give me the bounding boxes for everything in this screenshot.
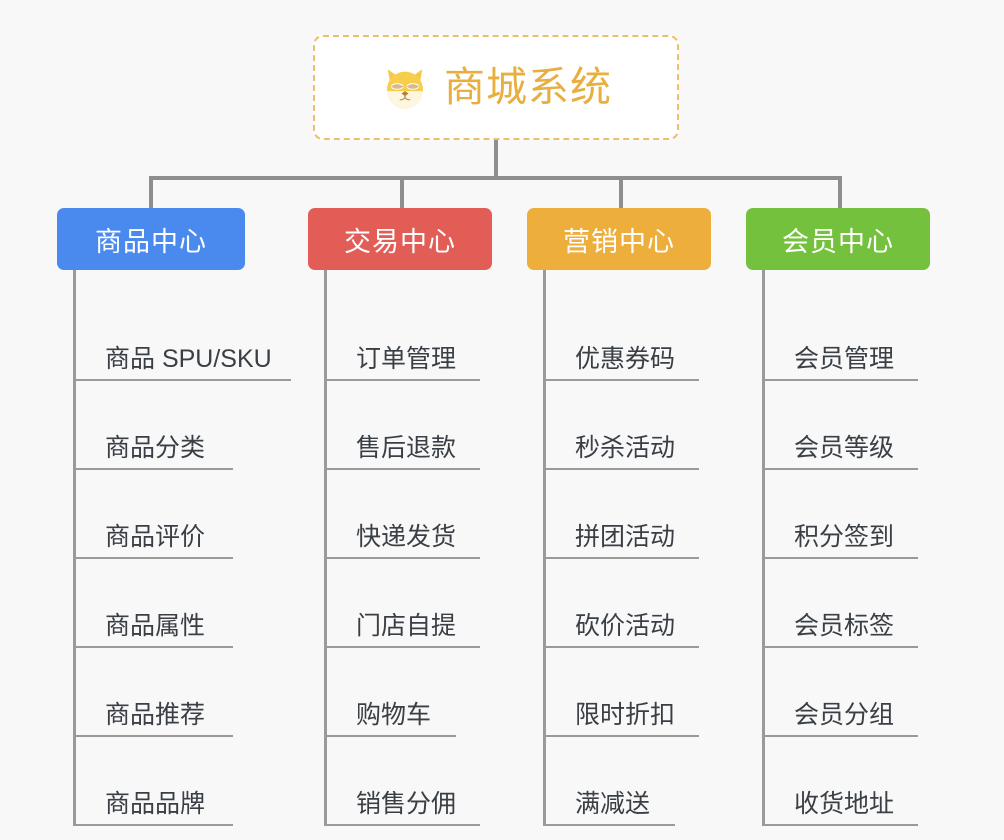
leaf-item[interactable]: 商品品牌 xyxy=(73,737,233,826)
leaf-list-trade: 订单管理 售后退款 快递发货 门店自提 购物车 销售分佣 xyxy=(324,270,523,826)
category-column-trade: 交易中心 订单管理 售后退款 快递发货 门店自提 购物车 销售分佣 xyxy=(308,208,523,826)
connector-drop-3 xyxy=(619,176,623,210)
column-spine xyxy=(73,270,76,826)
leaf-label: 会员标签 xyxy=(794,612,895,641)
category-label: 商品中心 xyxy=(95,226,207,257)
connector-drop-2 xyxy=(400,176,404,210)
leaf-item[interactable]: 商品推荐 xyxy=(73,648,233,737)
leaf-label: 商品推荐 xyxy=(105,701,206,730)
leaf-label: 商品 SPU/SKU xyxy=(105,345,272,374)
leaf-item[interactable]: 会员等级 xyxy=(762,381,918,470)
leaf-label: 销售分佣 xyxy=(356,790,457,819)
column-spine xyxy=(762,270,765,826)
leaf-list-member: 会员管理 会员等级 积分签到 会员标签 会员分组 收货地址 xyxy=(762,270,961,826)
leaf-label: 会员分组 xyxy=(794,701,895,730)
leaf-item[interactable]: 积分签到 xyxy=(762,470,918,559)
column-spine xyxy=(543,270,546,826)
leaf-item[interactable]: 商品评价 xyxy=(73,470,233,559)
category-column-marketing: 营销中心 优惠券码 秒杀活动 拼团活动 砍价活动 限时折扣 满减送 xyxy=(527,208,742,826)
leaf-label: 快递发货 xyxy=(356,523,457,552)
leaf-item[interactable]: 砍价活动 xyxy=(543,559,699,648)
leaf-label: 商品分类 xyxy=(105,434,206,463)
leaf-list-product: 商品 SPU/SKU 商品分类 商品评价 商品属性 商品推荐 商品品牌 xyxy=(73,270,291,826)
connector-root-stem xyxy=(494,140,498,178)
leaf-item[interactable]: 商品 SPU/SKU xyxy=(73,292,291,381)
leaf-item[interactable]: 收货地址 xyxy=(762,737,918,826)
leaf-label: 限时折扣 xyxy=(575,701,676,730)
leaf-label: 砍价活动 xyxy=(575,612,676,641)
leaf-label: 商品评价 xyxy=(105,523,206,552)
category-label: 会员中心 xyxy=(782,226,894,257)
leaf-label: 售后退款 xyxy=(356,434,457,463)
leaf-item[interactable]: 商品属性 xyxy=(73,559,233,648)
leaf-label: 积分签到 xyxy=(794,523,895,552)
leaf-label: 商品品牌 xyxy=(105,790,206,819)
leaf-item[interactable]: 拼团活动 xyxy=(543,470,699,559)
leaf-label: 会员管理 xyxy=(794,345,895,374)
leaf-label: 会员等级 xyxy=(794,434,895,463)
leaf-list-marketing: 优惠券码 秒杀活动 拼团活动 砍价活动 限时折扣 满减送 xyxy=(543,270,742,826)
root-title: 商城系统 xyxy=(444,64,612,110)
category-header-member[interactable]: 会员中心 xyxy=(746,208,930,270)
leaf-item[interactable]: 会员管理 xyxy=(762,292,918,381)
leaf-label: 订单管理 xyxy=(356,345,457,374)
shiba-dog-face-icon xyxy=(387,68,423,109)
leaf-label: 商品属性 xyxy=(105,612,206,641)
root-node-shop-system[interactable]: 商城系统 xyxy=(313,35,679,140)
connector-drop-1 xyxy=(149,176,153,210)
leaf-label: 秒杀活动 xyxy=(575,434,676,463)
category-header-trade[interactable]: 交易中心 xyxy=(308,208,492,270)
leaf-item[interactable]: 优惠券码 xyxy=(543,292,699,381)
leaf-item[interactable]: 商品分类 xyxy=(73,381,233,470)
leaf-item[interactable]: 快递发货 xyxy=(324,470,480,559)
leaf-item[interactable]: 订单管理 xyxy=(324,292,480,381)
leaf-label: 收货地址 xyxy=(794,790,895,819)
category-column-member: 会员中心 会员管理 会员等级 积分签到 会员标签 会员分组 收货地址 xyxy=(746,208,961,826)
leaf-item[interactable]: 秒杀活动 xyxy=(543,381,699,470)
leaf-item[interactable]: 门店自提 xyxy=(324,559,480,648)
leaf-label: 满减送 xyxy=(575,790,651,819)
category-header-product[interactable]: 商品中心 xyxy=(57,208,245,270)
connector-drop-4 xyxy=(838,176,842,210)
leaf-item[interactable]: 购物车 xyxy=(324,648,456,737)
category-label: 交易中心 xyxy=(344,226,456,257)
category-header-marketing[interactable]: 营销中心 xyxy=(527,208,711,270)
category-column-product: 商品中心 商品 SPU/SKU 商品分类 商品评价 商品属性 商品推荐 商品品牌 xyxy=(57,208,291,826)
leaf-item[interactable]: 会员分组 xyxy=(762,648,918,737)
leaf-item[interactable]: 满减送 xyxy=(543,737,675,826)
leaf-label: 优惠券码 xyxy=(575,345,676,374)
leaf-label: 购物车 xyxy=(356,701,432,730)
leaf-item[interactable]: 售后退款 xyxy=(324,381,480,470)
leaf-label: 门店自提 xyxy=(356,612,457,641)
category-label: 营销中心 xyxy=(563,226,675,257)
leaf-item[interactable]: 会员标签 xyxy=(762,559,918,648)
leaf-item[interactable]: 销售分佣 xyxy=(324,737,480,826)
leaf-label: 拼团活动 xyxy=(575,523,676,552)
leaf-item[interactable]: 限时折扣 xyxy=(543,648,699,737)
column-spine xyxy=(324,270,327,826)
connector-horizontal-bus xyxy=(149,176,841,180)
